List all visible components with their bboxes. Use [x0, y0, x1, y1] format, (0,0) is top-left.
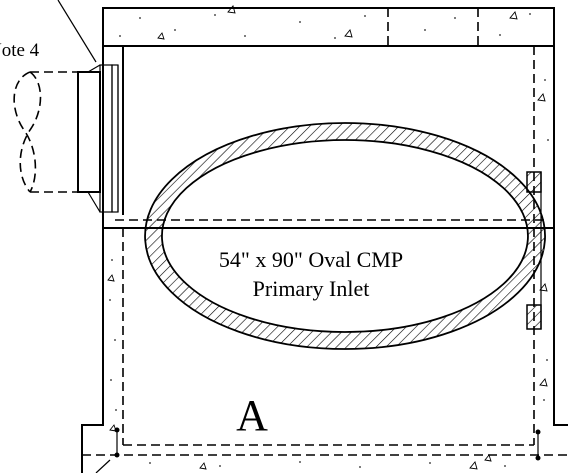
oval-cmp-pipe	[144, 122, 546, 350]
section-label: A	[236, 391, 268, 440]
inlet-label-line1: 54" x 90" Oval CMP	[219, 247, 403, 272]
top-slab	[102, 7, 555, 47]
concrete-stipple	[107, 5, 549, 470]
structure-walls	[81, 45, 568, 473]
note-label: Note 4	[0, 40, 40, 61]
note-leader-line	[57, 0, 97, 63]
anchor-rods	[95, 427, 541, 473]
inlet-pipe	[13, 64, 119, 213]
inlet-label-line2: Primary Inlet	[253, 276, 370, 301]
right-wall-blocks	[526, 171, 542, 330]
